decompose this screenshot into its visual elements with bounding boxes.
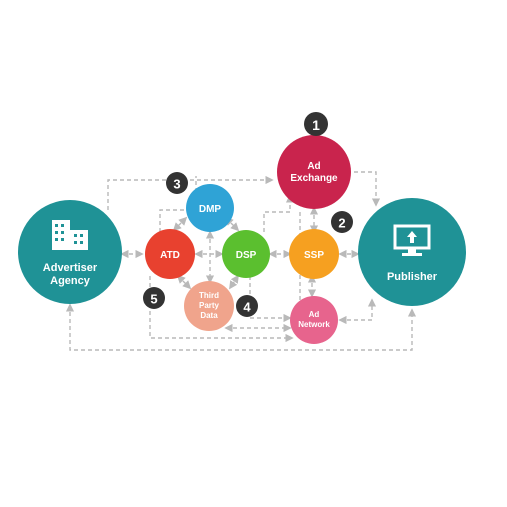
connector-lines (65, 171, 417, 351)
third-party-label-line3: Data (200, 311, 218, 320)
connector-dmp-atd (172, 216, 188, 232)
ad-network-label-line1: Ad (309, 310, 320, 319)
ad-exchange-circle (277, 135, 351, 209)
node-ssp: SSP (289, 229, 339, 279)
dsp-circle (222, 230, 270, 278)
dmp-circle (186, 184, 234, 232)
step-badge-3-label: 3 (173, 177, 180, 192)
ssp-circle (289, 229, 339, 279)
step-badge-2-label: 2 (338, 216, 345, 231)
third-party-label-line1: Third (199, 291, 219, 300)
connector-adnetwork-publisher (338, 298, 377, 325)
step-badge-1-label: 1 (312, 117, 320, 133)
node-atd: ATD (145, 229, 195, 279)
node-ad-network: Ad Network (290, 296, 338, 344)
atd-circle (145, 229, 195, 279)
third-party-label-line2: Party (199, 301, 220, 310)
building-icon (52, 220, 88, 250)
connector-atd-top (159, 209, 184, 232)
third-party-data-circle (184, 281, 234, 331)
advertiser-agency-label-line2: Agency (50, 275, 91, 287)
node-advertiser-agency: Advertiser Agency (18, 200, 122, 304)
connector-advertiser-exchange (107, 175, 274, 210)
connector-exchange-publisher (354, 171, 381, 207)
connector-dsp-exchange (263, 194, 295, 232)
ad-network-circle (290, 296, 338, 344)
step-badge-5-label: 5 (150, 292, 157, 307)
ssp-label: SSP (304, 250, 324, 261)
step-badge-1: 1 (304, 112, 328, 136)
advertiser-agency-circle (18, 200, 122, 304)
step-badge-4: 4 (236, 295, 258, 317)
connector-advertiser-publisher-bottom (65, 303, 417, 351)
publisher-label: Publisher (387, 271, 438, 283)
dmp-label: DMP (199, 204, 222, 215)
connector-dsp-adnetwork (249, 276, 292, 323)
step-badge-3: 3 (166, 172, 188, 194)
node-third-party-data: Third Party Data (184, 281, 234, 331)
advertiser-agency-label-line1: Advertiser (43, 262, 98, 274)
connector-atd-adnetwork (149, 276, 294, 343)
step-badge-4-label: 4 (243, 300, 251, 315)
node-dmp: DMP (186, 184, 234, 232)
atd-label: ATD (160, 250, 180, 261)
monitor-upload-icon (393, 224, 431, 256)
node-ad-exchange: Ad Exchange (277, 135, 351, 209)
connector-dsp-thirdparty (229, 274, 239, 290)
node-publisher: Publisher (358, 198, 466, 306)
step-badge-2: 2 (331, 211, 353, 233)
node-dsp: DSP (222, 230, 270, 278)
ad-exchange-label-line1: Ad (307, 161, 320, 172)
ad-exchange-label-line2: Exchange (290, 173, 338, 184)
step-badge-5: 5 (143, 287, 165, 309)
connector-atd-thirdparty (176, 274, 192, 290)
ad-network-label-line2: Network (298, 320, 330, 329)
dsp-label: DSP (236, 250, 257, 261)
